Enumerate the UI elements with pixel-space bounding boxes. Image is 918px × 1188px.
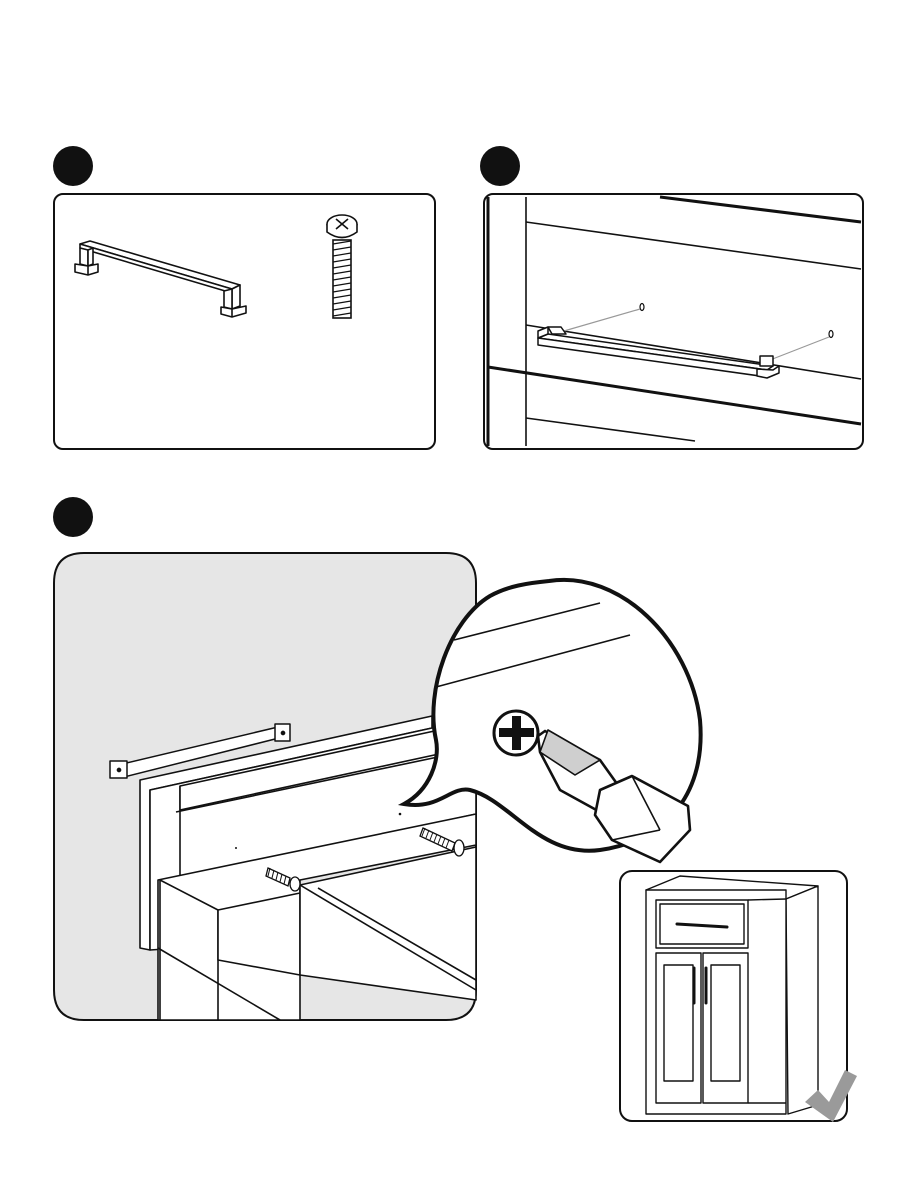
phillips-screw-head-icon (494, 711, 538, 755)
base-cabinet-illustration (646, 876, 818, 1114)
step-2-panel (484, 194, 863, 449)
screw-hole (235, 847, 237, 849)
step-2-marker (480, 146, 520, 186)
step-1-panel (54, 194, 435, 449)
step-3-marker (53, 497, 93, 537)
step-1-marker (53, 146, 93, 186)
screw-hole (399, 813, 402, 816)
